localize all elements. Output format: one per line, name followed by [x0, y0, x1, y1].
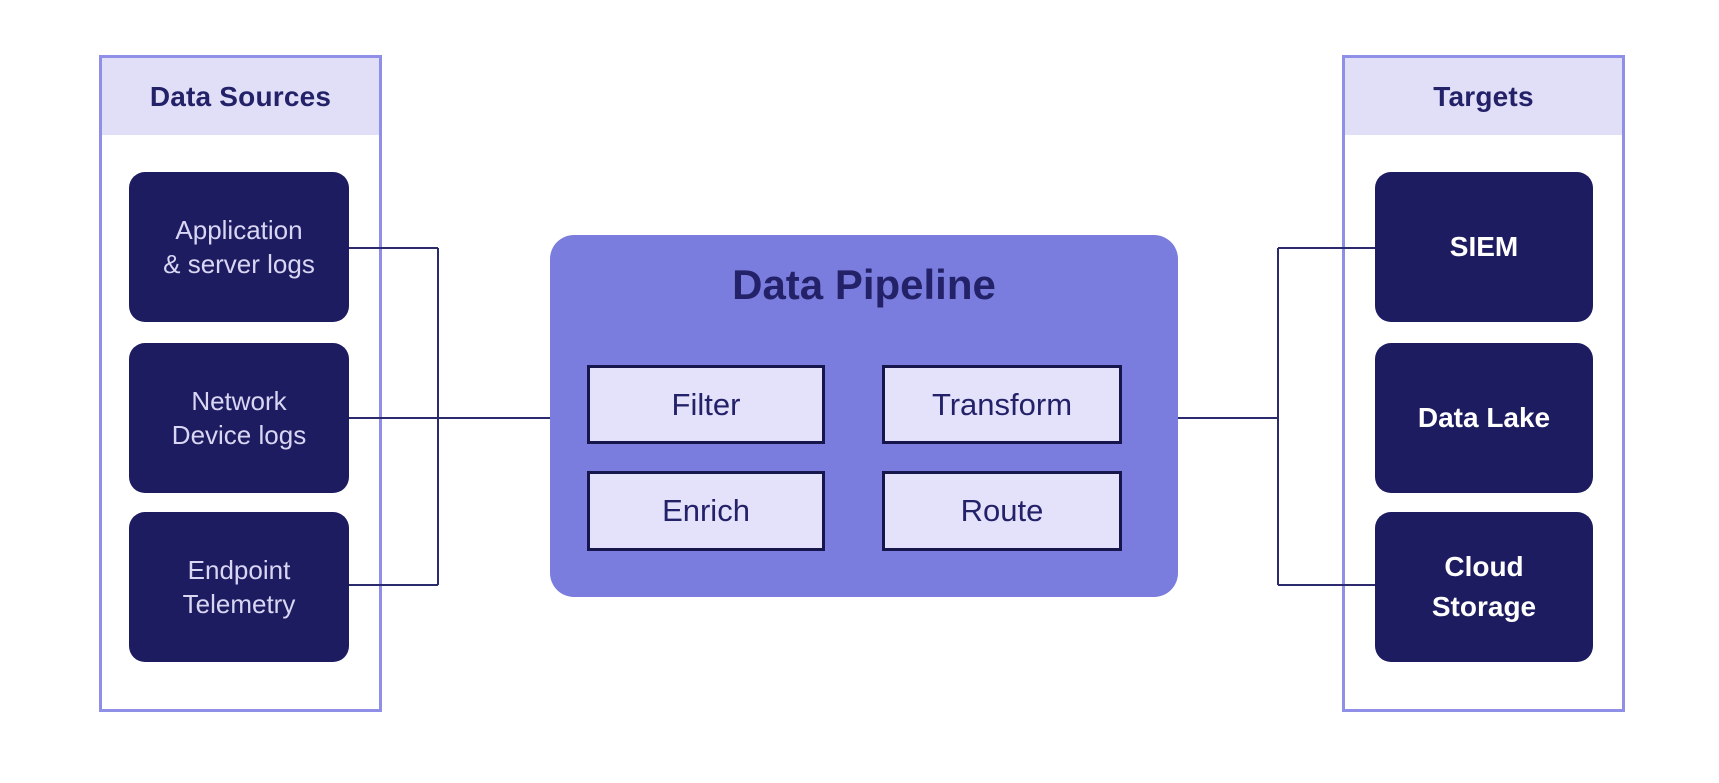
- target-node-data-lake: Data Lake: [1375, 343, 1593, 493]
- data-pipeline-title: Data Pipeline: [732, 261, 996, 308]
- data-sources-header: Data Sources: [102, 58, 379, 135]
- stage-filter-label: Filter: [671, 386, 741, 422]
- targets-title: Targets: [1433, 80, 1534, 112]
- stage-enrich: Enrich: [587, 471, 825, 551]
- targets-header: Targets: [1345, 58, 1622, 135]
- target-node-label: SIEM: [1449, 231, 1519, 262]
- target-node-label: Cloud: [1444, 551, 1524, 582]
- source-node-application-server-logs: Application & server logs: [129, 172, 349, 322]
- stage-route: Route: [882, 471, 1122, 551]
- stage-filter: Filter: [587, 365, 825, 444]
- data-sources-panel: Data Sources Application & server logs N…: [99, 55, 382, 712]
- source-node-label: & server logs: [163, 249, 315, 279]
- source-node-label: Telemetry: [182, 589, 296, 619]
- target-node-siem: SIEM: [1375, 172, 1593, 322]
- stage-transform-label: Transform: [931, 386, 1073, 422]
- targets-panel: Targets SIEM Data Lake Cloud Storage: [1342, 55, 1625, 712]
- source-node-endpoint-telemetry: Endpoint Telemetry: [129, 512, 349, 662]
- target-node-label: Data Lake: [1417, 402, 1551, 433]
- data-pipeline-block: Data Pipeline Filter Transform Enrich Ro…: [550, 235, 1178, 597]
- source-node-label: Device logs: [171, 420, 307, 450]
- stage-transform: Transform: [882, 365, 1122, 444]
- source-node-label: Network: [191, 386, 287, 416]
- source-node-label: Application: [175, 215, 303, 245]
- source-node-network-device-logs: Network Device logs: [129, 343, 349, 493]
- stage-route-label: Route: [960, 493, 1044, 528]
- stage-enrich-label: Enrich: [662, 493, 750, 528]
- data-sources-title: Data Sources: [149, 80, 332, 112]
- source-node-label: Endpoint: [187, 555, 291, 585]
- target-node-label: Storage: [1431, 591, 1537, 622]
- target-node-cloud-storage: Cloud Storage: [1375, 512, 1593, 662]
